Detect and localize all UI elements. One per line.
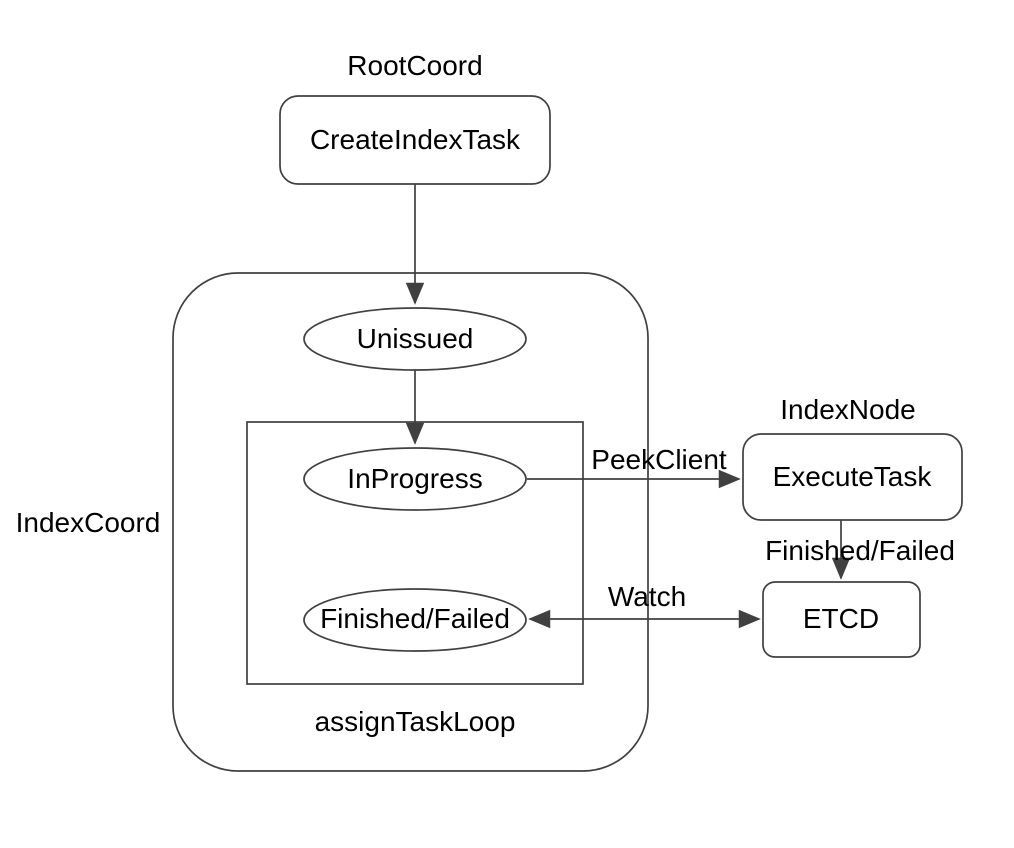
create-index-task-label: CreateIndexTask bbox=[309, 123, 521, 155]
unissued-ellipse bbox=[303, 307, 527, 371]
stroke-group bbox=[172, 95, 963, 772]
finished-failed-ellipse bbox=[303, 588, 527, 652]
execute-task-box bbox=[742, 433, 963, 521]
peek-client-edge-label: PeekClient bbox=[591, 443, 727, 475]
watch-edge-label: Watch bbox=[607, 580, 687, 612]
unissued-state-label: Unissued bbox=[356, 322, 474, 354]
etcd-label: ETCD bbox=[802, 602, 880, 634]
execute-task-label: ExecuteTask bbox=[772, 460, 932, 492]
index-coord-container bbox=[172, 272, 649, 772]
index-node-group-label: IndexNode bbox=[780, 393, 916, 425]
finished-failed-edge-label: Finished/Failed bbox=[765, 534, 955, 566]
assign-task-loop-group-label: assignTaskLoop bbox=[314, 705, 516, 737]
in-progress-ellipse bbox=[303, 447, 527, 511]
root-coord-group-label: RootCoord bbox=[347, 49, 483, 81]
index-coord-group-label: IndexCoord bbox=[15, 506, 161, 538]
in-progress-state-label: InProgress bbox=[347, 462, 483, 494]
etcd-box bbox=[762, 581, 921, 658]
create-index-task-box bbox=[279, 95, 551, 185]
finished-failed-state-label: Finished/Failed bbox=[320, 602, 510, 634]
